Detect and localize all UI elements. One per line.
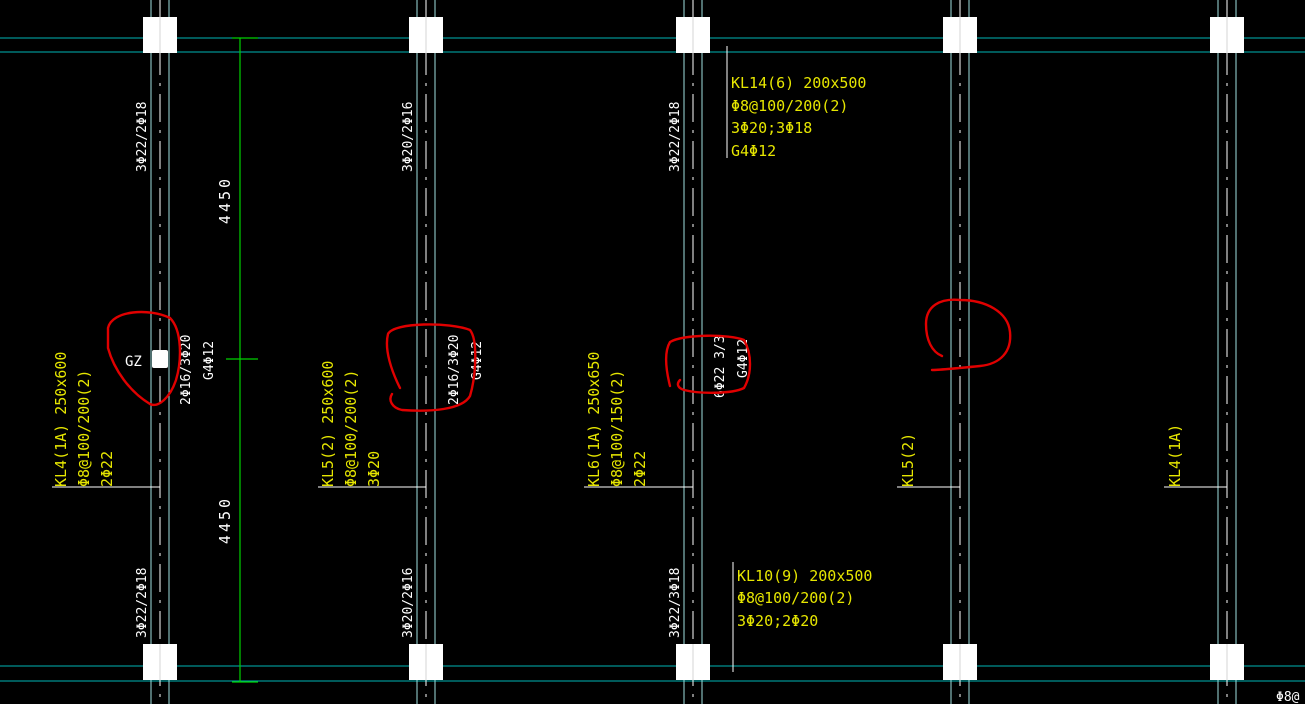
kl4-mid-b: G4Φ12 bbox=[202, 341, 217, 380]
kl4-right-name: KL4(1A) bbox=[1166, 424, 1184, 487]
kl4-mid-a: 2Φ16/3Φ20 bbox=[179, 335, 194, 405]
kl5-mid-b: G4Φ12 bbox=[470, 341, 485, 380]
beam-outlines bbox=[150, 0, 1237, 704]
kl10-line-3: 3Φ20;2Φ20 bbox=[737, 612, 818, 630]
kl6-bottom-bars: 2Φ22 bbox=[631, 451, 649, 487]
kl6-top-support: 3Φ22/2Φ18 bbox=[668, 102, 683, 172]
kl4-name: KL4(1A) 250x600 bbox=[52, 352, 70, 487]
kl14-line-1: KL14(6) 200x500 bbox=[731, 74, 866, 92]
columns bbox=[143, 17, 1244, 680]
beam-annotations: KL4(1A) 250x600 Φ8@100/200(2) 2Φ22 3Φ22/… bbox=[52, 74, 1300, 704]
dimension-upper-label: 4450 bbox=[216, 176, 234, 224]
kl10-line-2: Φ8@100/200(2) bbox=[737, 589, 854, 607]
kl6-bottom-support: 3Φ22/3Φ18 bbox=[668, 568, 683, 638]
markup-circle-1 bbox=[106, 310, 182, 407]
edge-text: Φ8@ bbox=[1276, 690, 1300, 704]
markup-circle-2 bbox=[385, 323, 477, 412]
kl5-bottom-support: 3Φ20/2Φ16 bbox=[401, 568, 416, 638]
kl14-line-2: Φ8@100/200(2) bbox=[731, 97, 848, 115]
axis-lines bbox=[0, 37, 1305, 682]
kl6-mid-a: 6Φ22 3/3 bbox=[713, 335, 728, 398]
dimension-lower-label: 4450 bbox=[216, 496, 234, 544]
kl5-mid-a: 2Φ16/3Φ20 bbox=[447, 335, 462, 405]
callout-leaders bbox=[52, 46, 1227, 672]
markup-circle-4 bbox=[924, 298, 1012, 372]
kl6-name: KL6(1A) 250x650 bbox=[585, 352, 603, 487]
kl14-line-4: G4Φ12 bbox=[731, 142, 776, 160]
kl4-top-support: 3Φ22/2Φ18 bbox=[135, 102, 150, 172]
kl5-stirrup: Φ8@100/200(2) bbox=[342, 370, 360, 487]
column-label-gz: GZ bbox=[125, 354, 142, 370]
column-gz bbox=[152, 350, 168, 368]
kl5-name: KL5(2) 250x600 bbox=[319, 361, 337, 487]
kl4-bottom-support: 3Φ22/2Φ18 bbox=[135, 568, 150, 638]
red-markups bbox=[106, 298, 1012, 412]
kl10-line-1: KL10(9) 200x500 bbox=[737, 567, 872, 585]
markup-circle-3 bbox=[665, 334, 752, 394]
kl5-bottom-bars: 3Φ20 bbox=[365, 451, 383, 487]
kl4-stirrup: Φ8@100/200(2) bbox=[75, 370, 93, 487]
kl5-right-name: KL5(2) bbox=[899, 433, 917, 487]
kl14-line-3: 3Φ20;3Φ18 bbox=[731, 119, 812, 137]
kl4-bottom-bars: 2Φ22 bbox=[98, 451, 116, 487]
dimension-line: 4450 4450 bbox=[216, 37, 258, 683]
kl5-top-support: 3Φ20/2Φ16 bbox=[401, 102, 416, 172]
kl6-stirrup: Φ8@100/150(2) bbox=[608, 370, 626, 487]
